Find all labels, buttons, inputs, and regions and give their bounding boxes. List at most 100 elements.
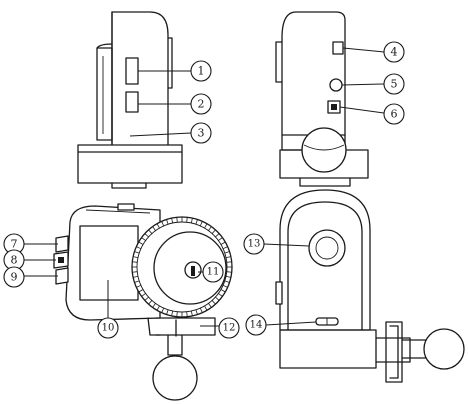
- leader-13: [263, 243, 310, 247]
- knurl-tick: [176, 217, 178, 223]
- leader-6: [339, 106, 385, 114]
- callout-circle: [245, 314, 267, 336]
- knurl-tick: [144, 233, 149, 238]
- knurl-tick: [136, 284, 142, 288]
- knurl-tick: [208, 226, 212, 231]
- knurl-tick: [134, 251, 140, 254]
- knurl-tick: [134, 280, 140, 283]
- knurl-tick: [152, 226, 156, 231]
- callout-circle: [190, 93, 212, 115]
- callout-label: 2: [198, 98, 205, 111]
- knurl-tick: [215, 296, 220, 301]
- callout-label: 13: [248, 239, 261, 250]
- knurl-tick: [176, 311, 178, 317]
- knurl-tick: [226, 271, 232, 273]
- side-view-right: [275, 11, 369, 187]
- knurl-tick: [161, 307, 165, 313]
- knurl-tick: [132, 261, 138, 263]
- knurl-tick: [136, 246, 142, 250]
- knurl-tick: [161, 221, 165, 227]
- knurl-tick: [132, 271, 138, 273]
- callout-2: 2: [190, 93, 212, 115]
- callout-1: 1: [190, 60, 212, 82]
- front-view-angled: [53, 203, 233, 401]
- callout-11: 11: [202, 261, 224, 283]
- callout-label: 4: [391, 46, 398, 59]
- knurl-tick: [220, 289, 226, 293]
- knurl-tick: [218, 293, 223, 297]
- knurl-tick: [222, 284, 228, 288]
- knurl-tick: [211, 300, 216, 305]
- callout-label: 10: [102, 323, 115, 334]
- knurl-tick: [190, 218, 193, 224]
- knurl-tick: [156, 305, 160, 311]
- knurl-tick: [166, 219, 169, 225]
- callout-label: 12: [223, 323, 236, 334]
- callout-13: 13: [243, 233, 265, 255]
- knurl-tick: [148, 300, 153, 305]
- knurl-tick: [144, 296, 149, 301]
- knurl-tick: [156, 223, 160, 229]
- knurl-tick: [199, 221, 203, 227]
- knurl-tick: [141, 293, 146, 297]
- side-view-left: [77, 11, 183, 189]
- knurl-tick: [225, 256, 231, 259]
- callout-circle: [218, 317, 240, 339]
- knurl-tick: [186, 217, 188, 223]
- knurl-tick: [138, 241, 144, 245]
- leader-14: [265, 321, 317, 326]
- knurl-tick: [195, 309, 198, 315]
- knurl-tick: [186, 311, 188, 317]
- callout-label: 6: [391, 108, 398, 121]
- leader-3: [129, 132, 192, 137]
- knurl-tick: [208, 303, 212, 308]
- knurl-tick: [171, 218, 174, 224]
- knurl-tick: [133, 275, 139, 278]
- callout-circle: [243, 233, 265, 255]
- knurl-tick: [195, 219, 198, 225]
- callout-circle: [190, 60, 212, 82]
- callout-12: 12: [218, 317, 240, 339]
- callout-4: 4: [383, 41, 405, 63]
- lens-ring-knurl: [132, 217, 232, 317]
- back-view: [275, 189, 465, 383]
- knurl-tick: [224, 251, 230, 254]
- callout-label: 1: [198, 65, 205, 78]
- callout-circle: [383, 73, 405, 95]
- callout-circle: [202, 261, 224, 283]
- knurl-tick: [141, 237, 146, 241]
- knurl-tick: [166, 309, 169, 315]
- knurl-tick: [218, 237, 223, 241]
- knurl-tick: [204, 223, 208, 229]
- knurl-tick: [204, 305, 208, 311]
- callout-label: 3: [198, 127, 205, 140]
- callout-label: 7: [11, 238, 18, 251]
- knurl-tick: [171, 310, 174, 316]
- knurl-tick: [220, 241, 226, 245]
- knurl-tick: [211, 229, 216, 234]
- knurl-tick: [190, 310, 193, 316]
- callout-14: 14: [245, 314, 267, 336]
- leader-4: [342, 47, 385, 53]
- callout-label: 11: [207, 267, 220, 278]
- callout-6: 6: [383, 103, 405, 125]
- callout-circle: [3, 266, 25, 288]
- callout-5: 5: [383, 73, 405, 95]
- knurl-tick: [152, 303, 156, 308]
- callout-label: 5: [391, 78, 398, 91]
- leader-5: [341, 83, 385, 86]
- knurl-tick: [224, 280, 230, 283]
- callout-circle: [383, 41, 405, 63]
- callout-circle: [97, 317, 119, 339]
- knurl-tick: [138, 289, 144, 293]
- knurl-tick: [222, 246, 228, 250]
- knurl-tick: [133, 256, 139, 259]
- callout-9: 9: [3, 266, 25, 288]
- knurl-tick: [226, 261, 232, 263]
- callout-label: 8: [11, 254, 18, 267]
- callout-circle: [383, 103, 405, 125]
- knurl-tick: [148, 229, 153, 234]
- callout-10: 10: [97, 317, 119, 339]
